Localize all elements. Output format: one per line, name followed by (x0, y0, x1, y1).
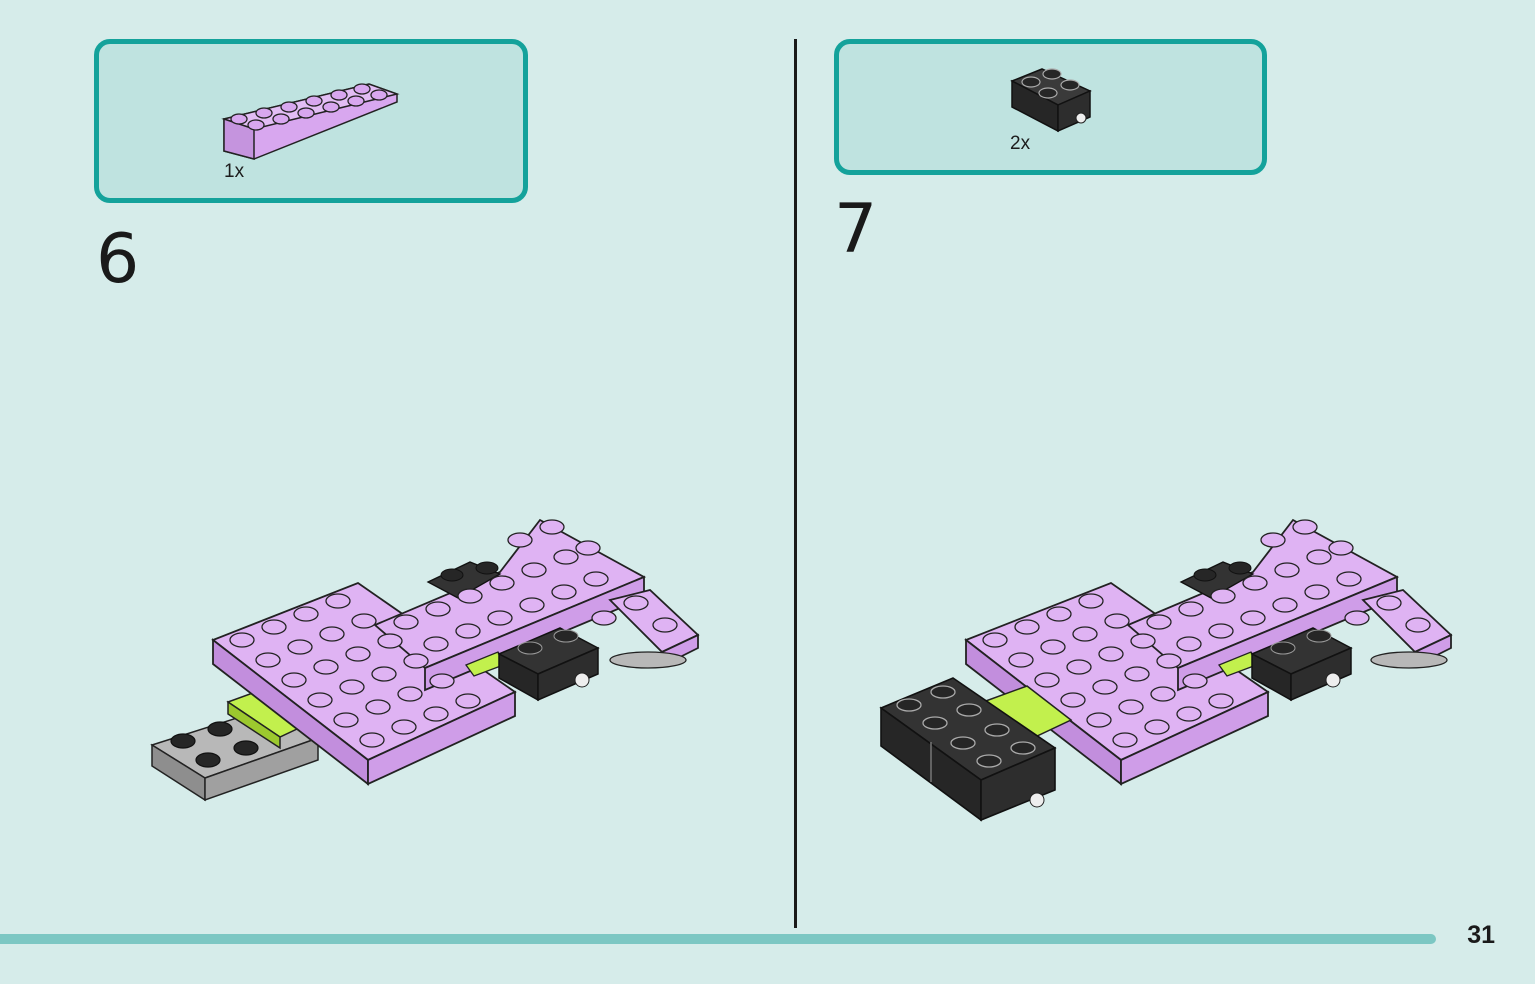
step-7-assembly-illustration (879, 518, 1453, 822)
step-7-panel: 2x 7 (797, 0, 1535, 930)
step-number: 6 (96, 220, 140, 299)
page-number: 31 (1467, 921, 1495, 949)
part-quantity-label: 1x (224, 161, 245, 182)
parts-callout-step-7: 2x (834, 39, 1267, 175)
step-number: 7 (834, 190, 878, 269)
step-6-panel: 1x 6 (0, 0, 795, 930)
column-divider (794, 39, 797, 928)
lavender-plate-2x6-icon (221, 83, 400, 160)
parts-callout-step-6: 1x (94, 39, 528, 203)
part-quantity-label: 2x (1010, 133, 1031, 154)
black-wheel-holder-2x2-icon (1010, 68, 1092, 133)
footer-bar (0, 934, 1436, 944)
step-6-assembly-illustration (150, 518, 700, 802)
